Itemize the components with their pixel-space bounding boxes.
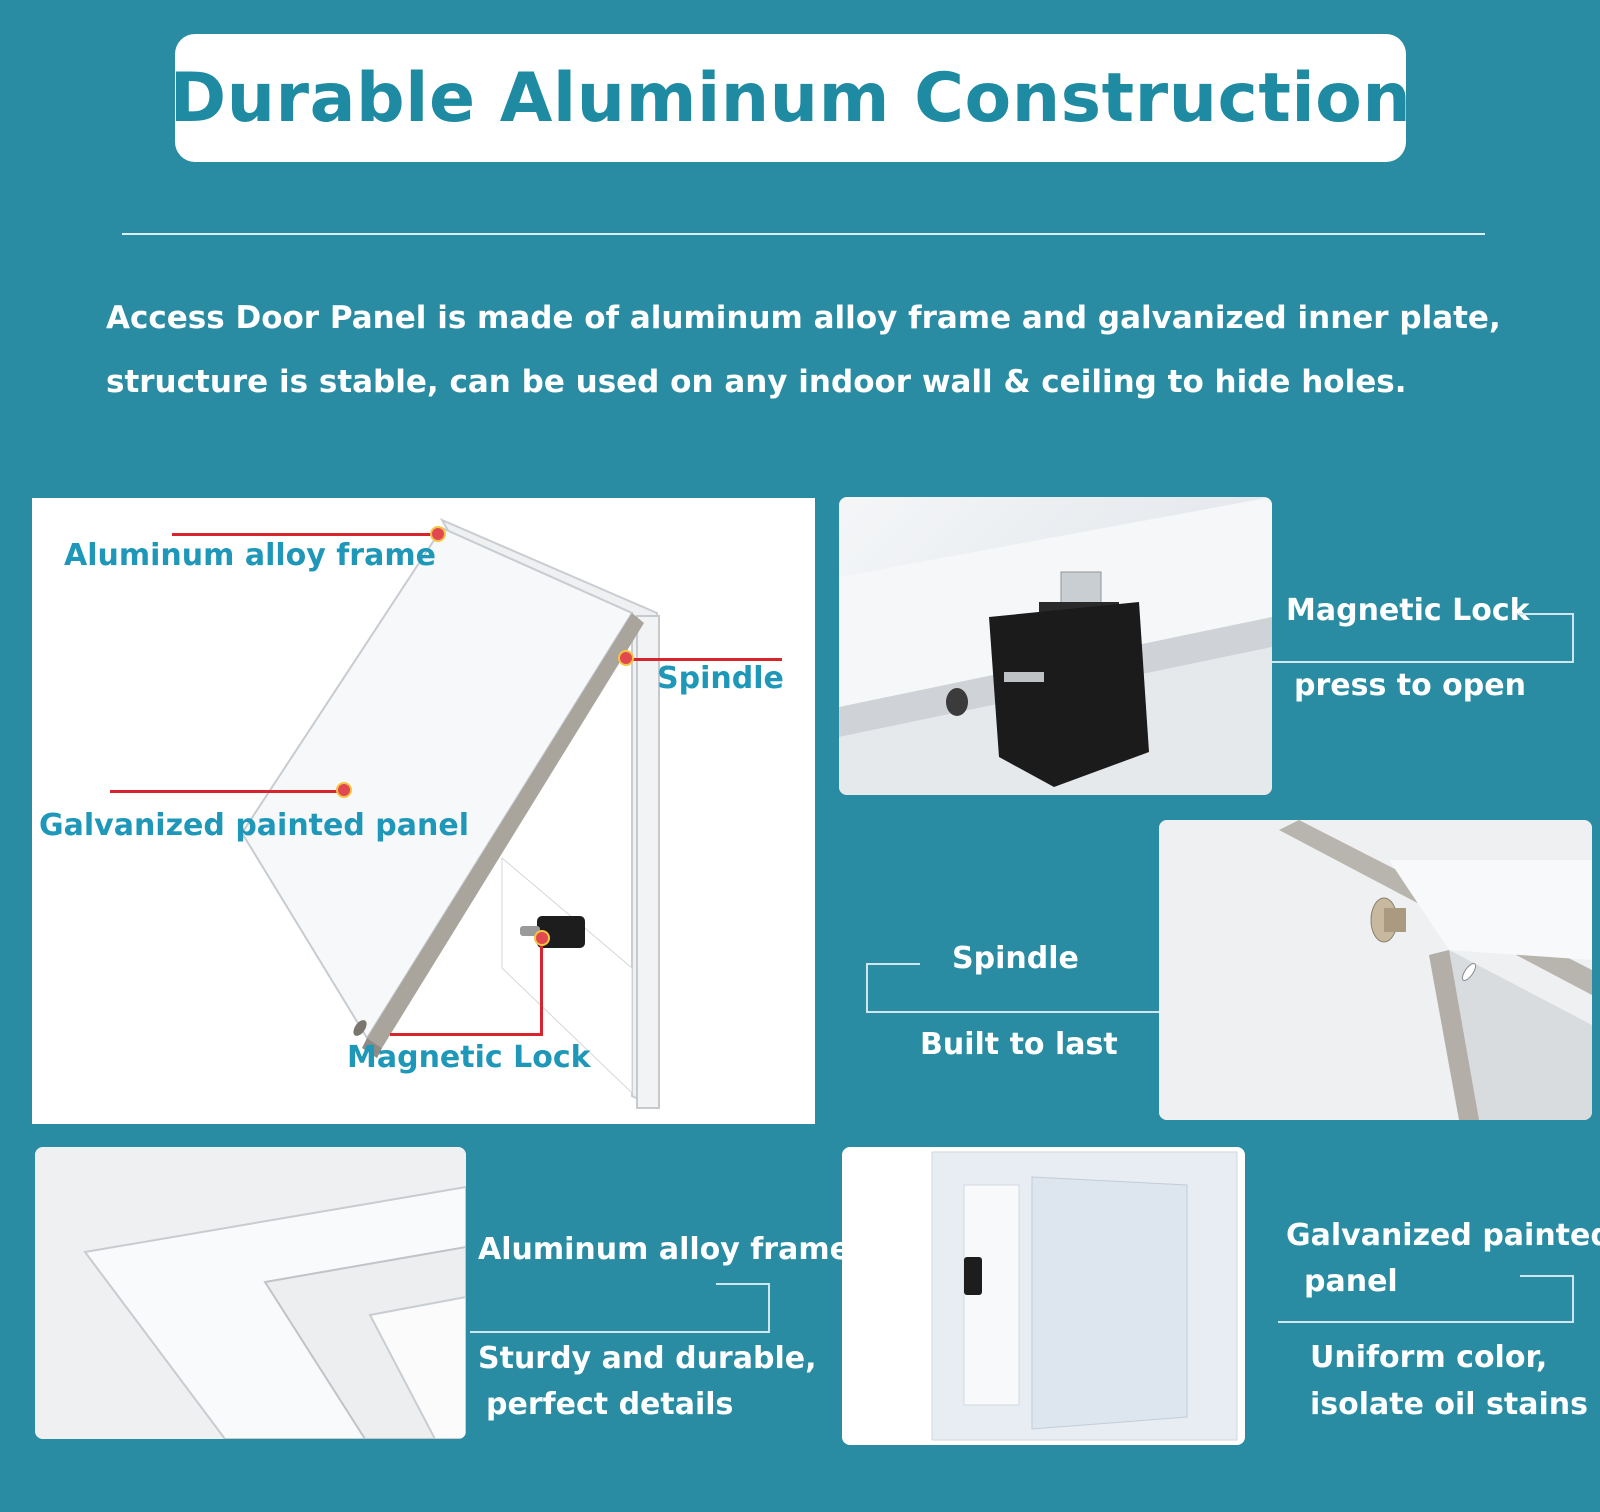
frame-corner-illustration (35, 1147, 466, 1439)
spindle-illustration (1159, 820, 1592, 1120)
lock-feature-title: Magnetic Lock (1286, 593, 1530, 628)
panel-feature-title-2: panel (1304, 1264, 1398, 1299)
frame-bracket-side (768, 1283, 770, 1333)
description-line-2: structure is stable, can be used on any … (106, 364, 1407, 400)
frame-feature-subtitle-1: Sturdy and durable, (478, 1341, 817, 1376)
diagram-label-lock: Magnetic Lock (347, 1040, 591, 1075)
panel-bracket-bottom (1278, 1321, 1574, 1323)
title-banner: Durable Aluminum Construction (170, 34, 1411, 162)
panel-feature-subtitle-2: isolate oil stains (1310, 1387, 1588, 1422)
panel-feature-title-1: Galvanized painted (1286, 1218, 1600, 1253)
spindle-photo (1159, 820, 1592, 1120)
panel-photo (842, 1147, 1245, 1445)
lock-callout-dot (534, 930, 550, 946)
frame-photo (35, 1147, 466, 1439)
header-divider (122, 233, 1485, 235)
frame-bracket-bottom (470, 1331, 770, 1333)
spindle-bracket-side (866, 963, 868, 1013)
panel-bracket-top (1520, 1275, 1574, 1277)
lock-bracket-side (1572, 613, 1574, 663)
main-diagram-panel: Aluminum alloy frame Spindle Galvanized … (32, 498, 815, 1124)
description: Access Door Panel is made of aluminum al… (106, 286, 1546, 414)
lock-feature-subtitle: press to open (1294, 668, 1526, 703)
frame-feature-subtitle-2: perfect details (486, 1387, 734, 1422)
page-title: Durable Aluminum Construction (169, 58, 1412, 138)
diagram-label-spindle: Spindle (657, 661, 784, 696)
lock-photo (839, 497, 1272, 795)
spindle-feature-subtitle: Built to last (920, 1027, 1118, 1062)
panel-callout-line (110, 790, 342, 793)
panel-callout-dot (336, 782, 352, 798)
description-line-1: Access Door Panel is made of aluminum al… (106, 300, 1501, 336)
lock-callout-line-h (390, 1033, 542, 1036)
spindle-feature-title: Spindle (952, 941, 1079, 976)
lock-bracket-bottom (1272, 661, 1574, 663)
panel-bracket-side (1572, 1275, 1574, 1323)
spindle-bracket-top (866, 963, 920, 965)
magnetic-lock-illustration (839, 497, 1272, 795)
door-panel-illustration (931, 1151, 1238, 1441)
spindle-callout-line (624, 658, 782, 661)
lock-callout-line-v (540, 938, 543, 1036)
frame-feature-title: Aluminum alloy frame (478, 1232, 850, 1267)
lock-bracket-top (1518, 613, 1574, 615)
diagram-label-frame: Aluminum alloy frame (64, 538, 436, 573)
spindle-callout-dot (618, 650, 634, 666)
frame-callout-dot (430, 526, 446, 542)
spindle-bracket-bottom (866, 1011, 1159, 1013)
panel-feature-subtitle-1: Uniform color, (1310, 1340, 1548, 1375)
diagram-label-panel: Galvanized painted panel (39, 808, 469, 843)
frame-bracket-top (716, 1283, 770, 1285)
frame-callout-line (172, 533, 434, 536)
